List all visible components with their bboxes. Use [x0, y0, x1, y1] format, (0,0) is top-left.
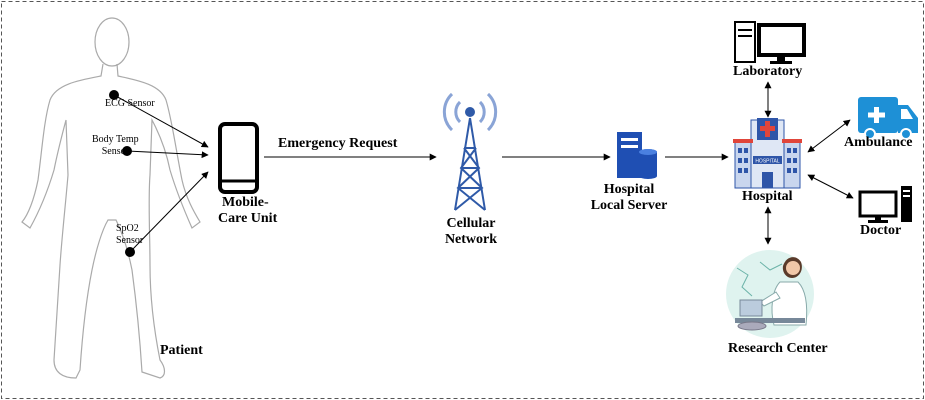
ecg-arrow — [113, 94, 209, 148]
ecg-sensor-label: ECG Sensor — [105, 98, 155, 109]
ambulance-hospital-arrow — [807, 119, 851, 153]
doctor-label: Doctor — [860, 223, 902, 238]
ambulance-label: Ambulance — [844, 135, 913, 150]
hospital-icon: HOSPITAL — [733, 118, 802, 189]
cellular-network-label: Cellular Network — [441, 216, 501, 248]
body-temp-arrow — [126, 150, 209, 159]
body-temp-sensor-label: Body Temp Sensor — [92, 134, 139, 158]
spo2-line2: Sensor — [116, 235, 144, 246]
spo2-sensor-label: SpO2 Sensor — [116, 223, 143, 247]
mobile-care-line1: Mobile- — [222, 195, 269, 210]
ambulance-icon — [858, 97, 918, 140]
mobile-care-line2: Care Unit — [218, 211, 278, 226]
laboratory-label: Laboratory — [733, 64, 803, 79]
hospital-label: Hospital — [742, 189, 793, 204]
doctor-hospital-arrow — [807, 174, 854, 199]
emergency-request-label: Emergency Request — [278, 136, 398, 151]
cellular-line2: Network — [444, 232, 498, 247]
server-line1: Hospital — [603, 182, 655, 197]
hospital-local-server-label: Hospital Local Server — [577, 182, 681, 214]
scientist-icon — [726, 250, 814, 338]
server-line2: Local Server — [590, 198, 668, 213]
mobile-care-unit-label: Mobile- Care Unit — [218, 195, 277, 227]
research-center-label: Research Center — [728, 341, 828, 356]
server-icon — [617, 132, 657, 179]
human-body-icon — [21, 17, 201, 379]
spo2-arrow — [129, 171, 209, 253]
hospital-sign-text: HOSPITAL — [755, 159, 780, 165]
tower-icon — [442, 92, 498, 211]
phone-icon — [218, 122, 259, 194]
body-temp-line1: Body Temp — [92, 134, 139, 145]
monitor-icon — [858, 186, 912, 223]
spo2-line1: SpO2 — [116, 223, 139, 234]
computer-icon — [734, 21, 806, 64]
cellular-line1: Cellular — [446, 216, 496, 231]
body-temp-line2: Sensor — [101, 146, 129, 157]
patient-label: Patient — [160, 343, 203, 358]
